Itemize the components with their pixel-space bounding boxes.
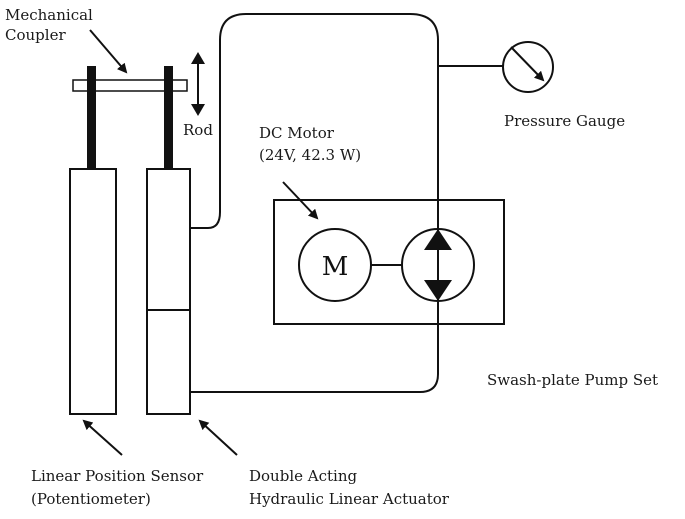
mechanical-coupler	[72, 79, 188, 92]
coupler-label-line1: Mechanical	[5, 6, 93, 24]
sensor-label-line1: Linear Position Sensor	[31, 467, 204, 485]
pressure-gauge-icon	[502, 41, 554, 93]
motor-label-line1: DC Motor	[259, 124, 334, 142]
actuator-pointer-arrow	[198, 419, 238, 456]
motor-symbol: M	[322, 252, 349, 282]
coupler-pointer-arrow	[89, 29, 128, 74]
rod-label: Rod	[183, 121, 213, 139]
sensor-label-line2: (Potentiometer)	[31, 490, 151, 508]
hydraulic-line	[190, 13, 439, 230]
pump-set-label: Swash-plate Pump Set	[487, 371, 659, 389]
actuator-label-line1: Double Acting	[249, 467, 358, 485]
pump-set-box	[273, 199, 505, 325]
linear-position-sensor	[69, 168, 117, 415]
motor-label-line2: (24V, 42.3 W)	[259, 146, 362, 164]
coupler-label-line2: Coupler	[5, 26, 66, 44]
motor-pointer-arrow	[282, 181, 319, 220]
hydraulic-actuator	[146, 168, 191, 415]
pressure-gauge-label: Pressure Gauge	[504, 112, 626, 130]
pump-icon	[401, 228, 475, 302]
sensor-rod	[87, 66, 96, 169]
sensor-pointer-arrow	[82, 419, 123, 456]
actuator-label-line2: Hydraulic Linear Actuator	[249, 490, 449, 508]
hydraulic-return-line	[190, 302, 439, 393]
rod-stroke-arrow-icon	[191, 52, 205, 116]
